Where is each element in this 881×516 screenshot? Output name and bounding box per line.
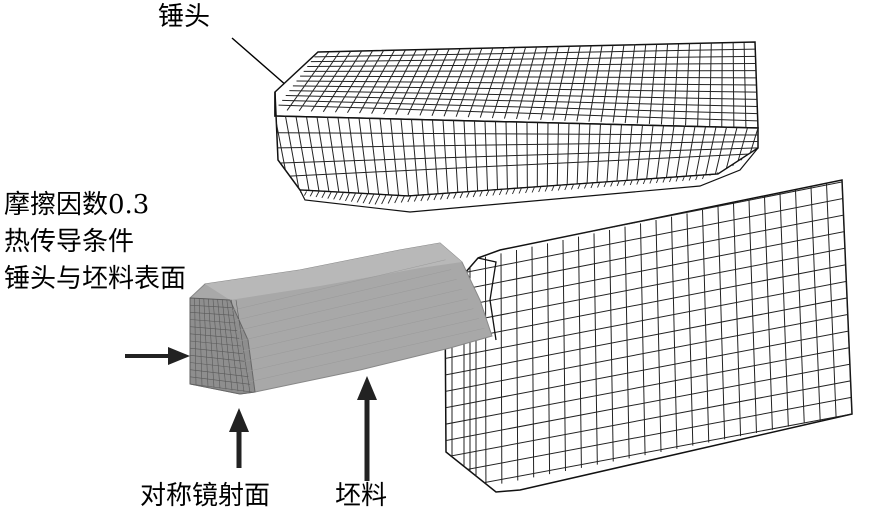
lower-die-mesh	[445, 180, 852, 492]
hammer-mesh	[275, 42, 758, 212]
condition-heat-label: 热传导条件	[4, 227, 134, 257]
symmetry-plane-label: 对称镜射面	[140, 481, 270, 511]
billet-label: 坯料	[335, 481, 387, 511]
hammer-label: 锤头	[158, 2, 210, 32]
arrow-symmetry-up	[229, 408, 249, 468]
condition-friction-label: 摩擦因数0.3	[4, 190, 149, 220]
condition-surface-label: 锤头与坯料表面	[4, 264, 186, 294]
hammer-leader-line	[232, 38, 287, 86]
hammer-mesh-line	[304, 71, 756, 72]
arrow-left	[125, 347, 190, 365]
hammer-mesh-line	[290, 192, 300, 211]
arrow-billet-up	[357, 376, 377, 481]
